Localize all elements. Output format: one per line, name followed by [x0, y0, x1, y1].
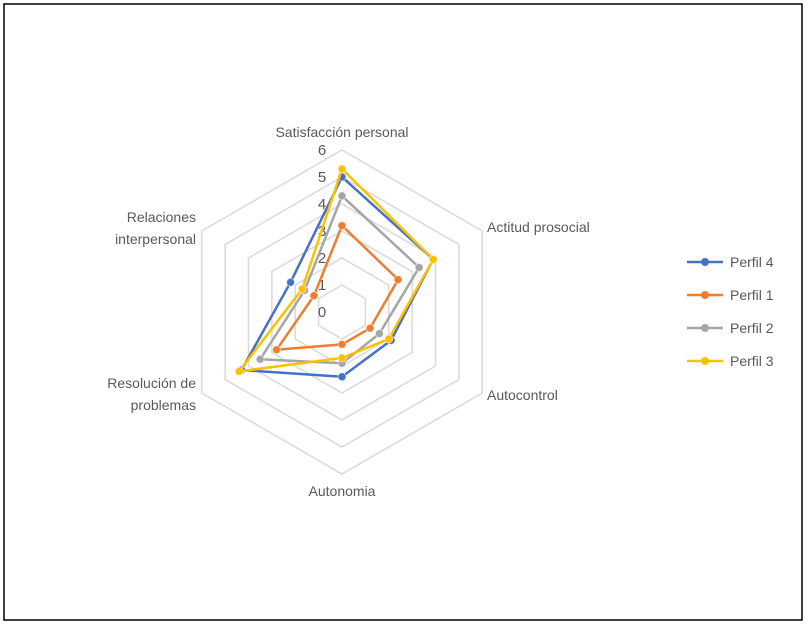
legend-label: Perfil 2 — [730, 320, 774, 336]
data-point — [297, 284, 307, 294]
tick-label: 6 — [318, 142, 326, 159]
data-point — [286, 277, 296, 287]
axis-label-line: Relaciones — [127, 209, 196, 225]
data-point — [337, 339, 347, 349]
data-point — [234, 366, 244, 376]
data-point — [337, 221, 347, 231]
axis-label: Relaciones interpersonal — [115, 209, 196, 247]
axis-label-line: Autonomia — [309, 483, 376, 499]
grid-ring — [271, 230, 413, 394]
data-point — [374, 329, 384, 339]
legend-item: Perfil 3 — [687, 353, 774, 369]
tick-label: 5 — [318, 169, 326, 186]
data-point — [414, 262, 424, 272]
data-point — [255, 354, 265, 364]
data-point — [393, 275, 403, 285]
legend-item: Perfil 2 — [687, 320, 774, 336]
axis-label-line: problemas — [131, 397, 196, 413]
grid-ring — [317, 284, 367, 340]
axis-label: Actitud prosocial — [487, 219, 590, 235]
axis-label-line: interpersonal — [115, 231, 196, 247]
legend-marker — [701, 357, 709, 365]
grid-ring — [200, 149, 484, 475]
tick-label: 2 — [318, 250, 326, 267]
data-point — [337, 164, 347, 174]
data-point — [337, 353, 347, 363]
data-point — [309, 291, 319, 301]
tick-label: 4 — [318, 196, 326, 213]
data-point — [365, 323, 375, 333]
data-point — [337, 191, 347, 201]
legend-marker — [701, 258, 709, 266]
legend-label: Perfil 3 — [730, 353, 774, 369]
legend-label: Perfil 1 — [730, 287, 774, 303]
legend-marker — [701, 324, 709, 332]
legend-item: Perfil 1 — [687, 287, 774, 303]
axis-label: Resolución de problemas — [107, 375, 196, 413]
axis-label: Autocontrol — [487, 387, 558, 403]
legend-label: Perfil 4 — [730, 254, 774, 270]
series-perfil-3 — [234, 164, 438, 376]
data-point — [337, 372, 347, 382]
series-perfil-1 — [272, 221, 403, 355]
axis-label: Satisfacción personal — [275, 124, 408, 140]
axis-label-line: Autocontrol — [487, 387, 558, 403]
legend-marker — [701, 291, 709, 299]
tick-label: 1 — [318, 277, 326, 294]
axis-label-line: Satisfacción personal — [275, 124, 408, 140]
axis-label-line: Actitud prosocial — [487, 219, 590, 235]
data-point — [428, 254, 438, 264]
axis-label-line: Resolución de — [107, 375, 196, 391]
axis-label: Autonomia — [309, 483, 376, 499]
legend-item: Perfil 4 — [687, 254, 774, 270]
data-point — [272, 345, 282, 355]
grid-ring — [224, 176, 460, 448]
data-point — [384, 334, 394, 344]
tick-label: 0 — [318, 304, 326, 321]
